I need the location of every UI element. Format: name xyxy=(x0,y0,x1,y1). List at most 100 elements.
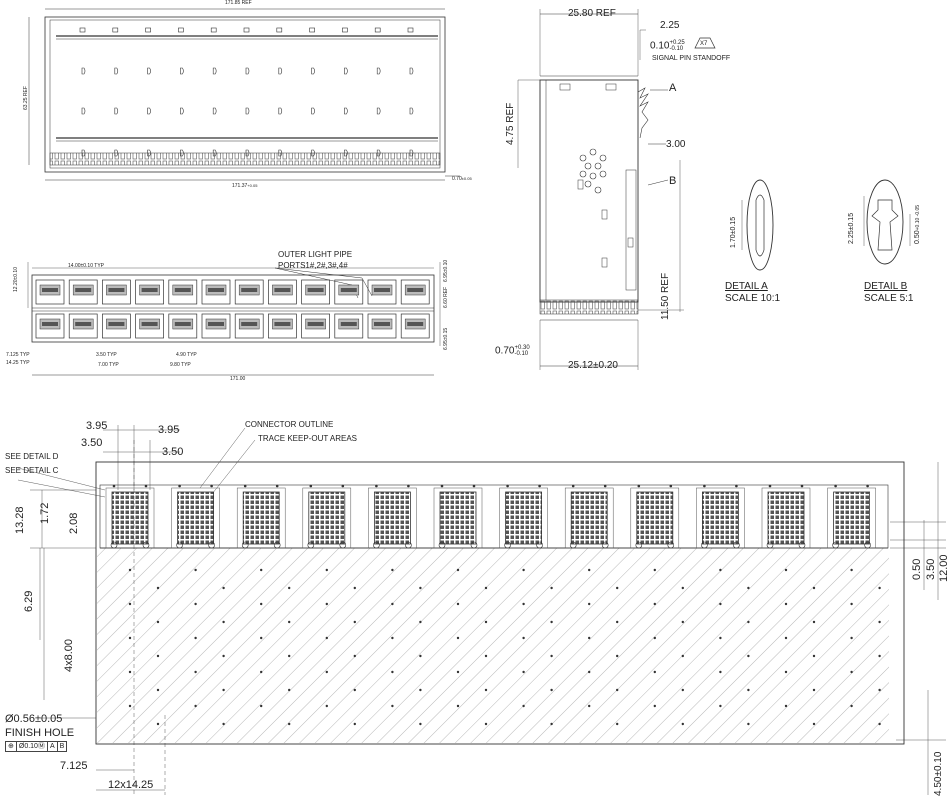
connector-outline xyxy=(302,487,352,549)
fp-208: 2.08 xyxy=(68,512,80,534)
port-contact xyxy=(174,288,191,292)
front-350: 3.50 TYP xyxy=(96,352,117,358)
slot-mark xyxy=(409,107,414,115)
fp-172: 1.72 xyxy=(39,502,51,524)
connector-cell xyxy=(505,491,543,545)
pin-mark xyxy=(637,484,641,488)
front-700: 7.00 TYP xyxy=(98,362,119,368)
connector-outline xyxy=(696,487,745,549)
port-cage xyxy=(334,313,364,339)
fp-7125: 7.125 xyxy=(60,760,88,772)
via-hole xyxy=(128,636,132,640)
slot-mark xyxy=(81,149,86,157)
peg-hole xyxy=(373,541,380,549)
port-cage xyxy=(135,313,164,339)
slot-mark xyxy=(147,149,151,157)
connector-outline xyxy=(761,487,811,549)
port-contact xyxy=(340,288,357,292)
port-contact xyxy=(208,322,224,326)
fp-r1200: 12.00 xyxy=(938,554,950,582)
connector-cell xyxy=(242,491,280,545)
port-cage xyxy=(102,313,131,339)
via-hole xyxy=(128,670,132,674)
fp-gdt-tol: Ø0.10Ⓜ xyxy=(17,742,48,751)
top-tab xyxy=(309,27,315,33)
via-hole xyxy=(456,670,460,674)
via-hole xyxy=(391,568,394,572)
slot-mark xyxy=(344,67,348,75)
via-hole xyxy=(156,620,160,624)
top-ref-height: 63.25 REF xyxy=(23,86,29,110)
port-cage xyxy=(35,279,65,305)
via-hole xyxy=(616,586,619,590)
via-hole xyxy=(128,704,132,708)
port-contact xyxy=(141,322,158,326)
via-hole xyxy=(419,688,422,692)
slot-mark xyxy=(114,149,119,157)
via-hole xyxy=(522,602,525,606)
keep-out-hatch xyxy=(97,548,889,743)
port-cage xyxy=(367,279,397,305)
via-hole xyxy=(522,670,525,674)
port-contact xyxy=(274,322,291,326)
peg-hole xyxy=(601,541,609,549)
via-hole xyxy=(588,602,591,606)
fp-350-a: 3.50 xyxy=(81,437,103,449)
slot-mark xyxy=(311,67,315,75)
fp-hole: Ø0.56±0.05 xyxy=(5,713,63,725)
fp-r050: 0.50 xyxy=(911,558,923,580)
via-hole xyxy=(812,688,816,692)
pin-mark xyxy=(703,484,706,488)
via-hole xyxy=(719,670,722,674)
peg-hole xyxy=(241,541,249,549)
top-tab xyxy=(342,27,348,33)
via-hole xyxy=(194,704,197,708)
pin-mark xyxy=(603,484,607,488)
port-cage xyxy=(68,279,98,305)
fp-629: 6.29 xyxy=(23,590,35,612)
via-hole xyxy=(784,670,788,674)
via-hole xyxy=(719,568,722,572)
front-left-dim: 12.20±0.10 xyxy=(13,267,19,292)
peg-hole xyxy=(470,541,478,549)
via-hole xyxy=(588,636,591,640)
via-hole xyxy=(812,722,816,726)
port-contact xyxy=(42,288,58,292)
via-hole xyxy=(391,636,394,640)
slot-mark xyxy=(409,67,414,75)
via-hole xyxy=(419,586,422,590)
port-cage xyxy=(400,313,430,339)
via-hole xyxy=(260,704,263,708)
top-view xyxy=(28,8,460,181)
pin-mark xyxy=(506,484,509,488)
top-tab xyxy=(276,27,283,33)
via-hole xyxy=(128,568,132,572)
slot-mark xyxy=(409,149,414,157)
front-view xyxy=(27,262,441,376)
connector-cell xyxy=(439,491,477,545)
via-hole xyxy=(522,568,525,572)
via-hole xyxy=(260,568,263,572)
pin-mark xyxy=(144,484,148,488)
peg-hole xyxy=(667,541,675,549)
top-tab xyxy=(79,27,86,33)
slot-mark xyxy=(344,107,348,115)
via-hole xyxy=(550,654,553,658)
connector-cell xyxy=(308,491,346,545)
pin-mark xyxy=(768,484,772,488)
via-hole xyxy=(850,568,853,572)
fp-395-b: 3.95 xyxy=(158,424,180,436)
slot-mark xyxy=(278,149,283,157)
pin-mark xyxy=(178,484,181,488)
slot-mark xyxy=(147,67,151,75)
pin-mark xyxy=(440,484,444,488)
peg-hole xyxy=(438,541,446,549)
connector-cell xyxy=(636,491,674,545)
peg-hole xyxy=(405,541,412,549)
via-hole xyxy=(391,602,394,606)
via-hole xyxy=(325,670,328,674)
top-view-slots xyxy=(79,27,414,157)
via-hole xyxy=(653,602,656,606)
via-hole xyxy=(156,586,160,590)
slot-mark xyxy=(376,67,381,75)
